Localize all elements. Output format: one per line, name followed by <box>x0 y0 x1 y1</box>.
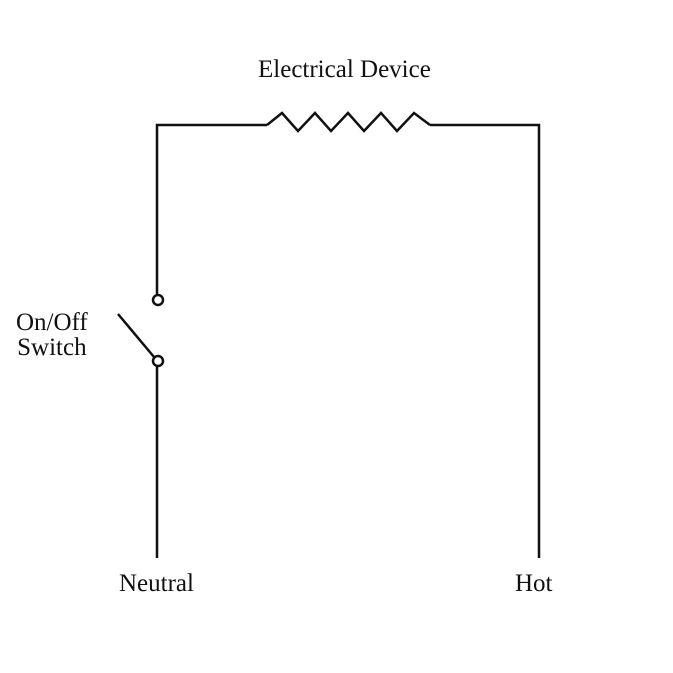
wire-left-upper <box>155 123 267 294</box>
switch-arm <box>117 313 155 358</box>
switch-contact-top <box>151 293 165 307</box>
switch-contact-bottom <box>151 354 165 368</box>
switch-label-line2: Switch <box>17 334 87 361</box>
neutral-label: Neutral <box>119 570 194 597</box>
switch-label-line1: On/Off <box>16 309 88 336</box>
hot-label: Hot <box>515 570 553 597</box>
device-label: Electrical Device <box>258 56 431 83</box>
wire-right <box>430 123 541 558</box>
resistor-symbol <box>266 111 431 133</box>
switch-label: On/Off Switch <box>16 310 88 360</box>
